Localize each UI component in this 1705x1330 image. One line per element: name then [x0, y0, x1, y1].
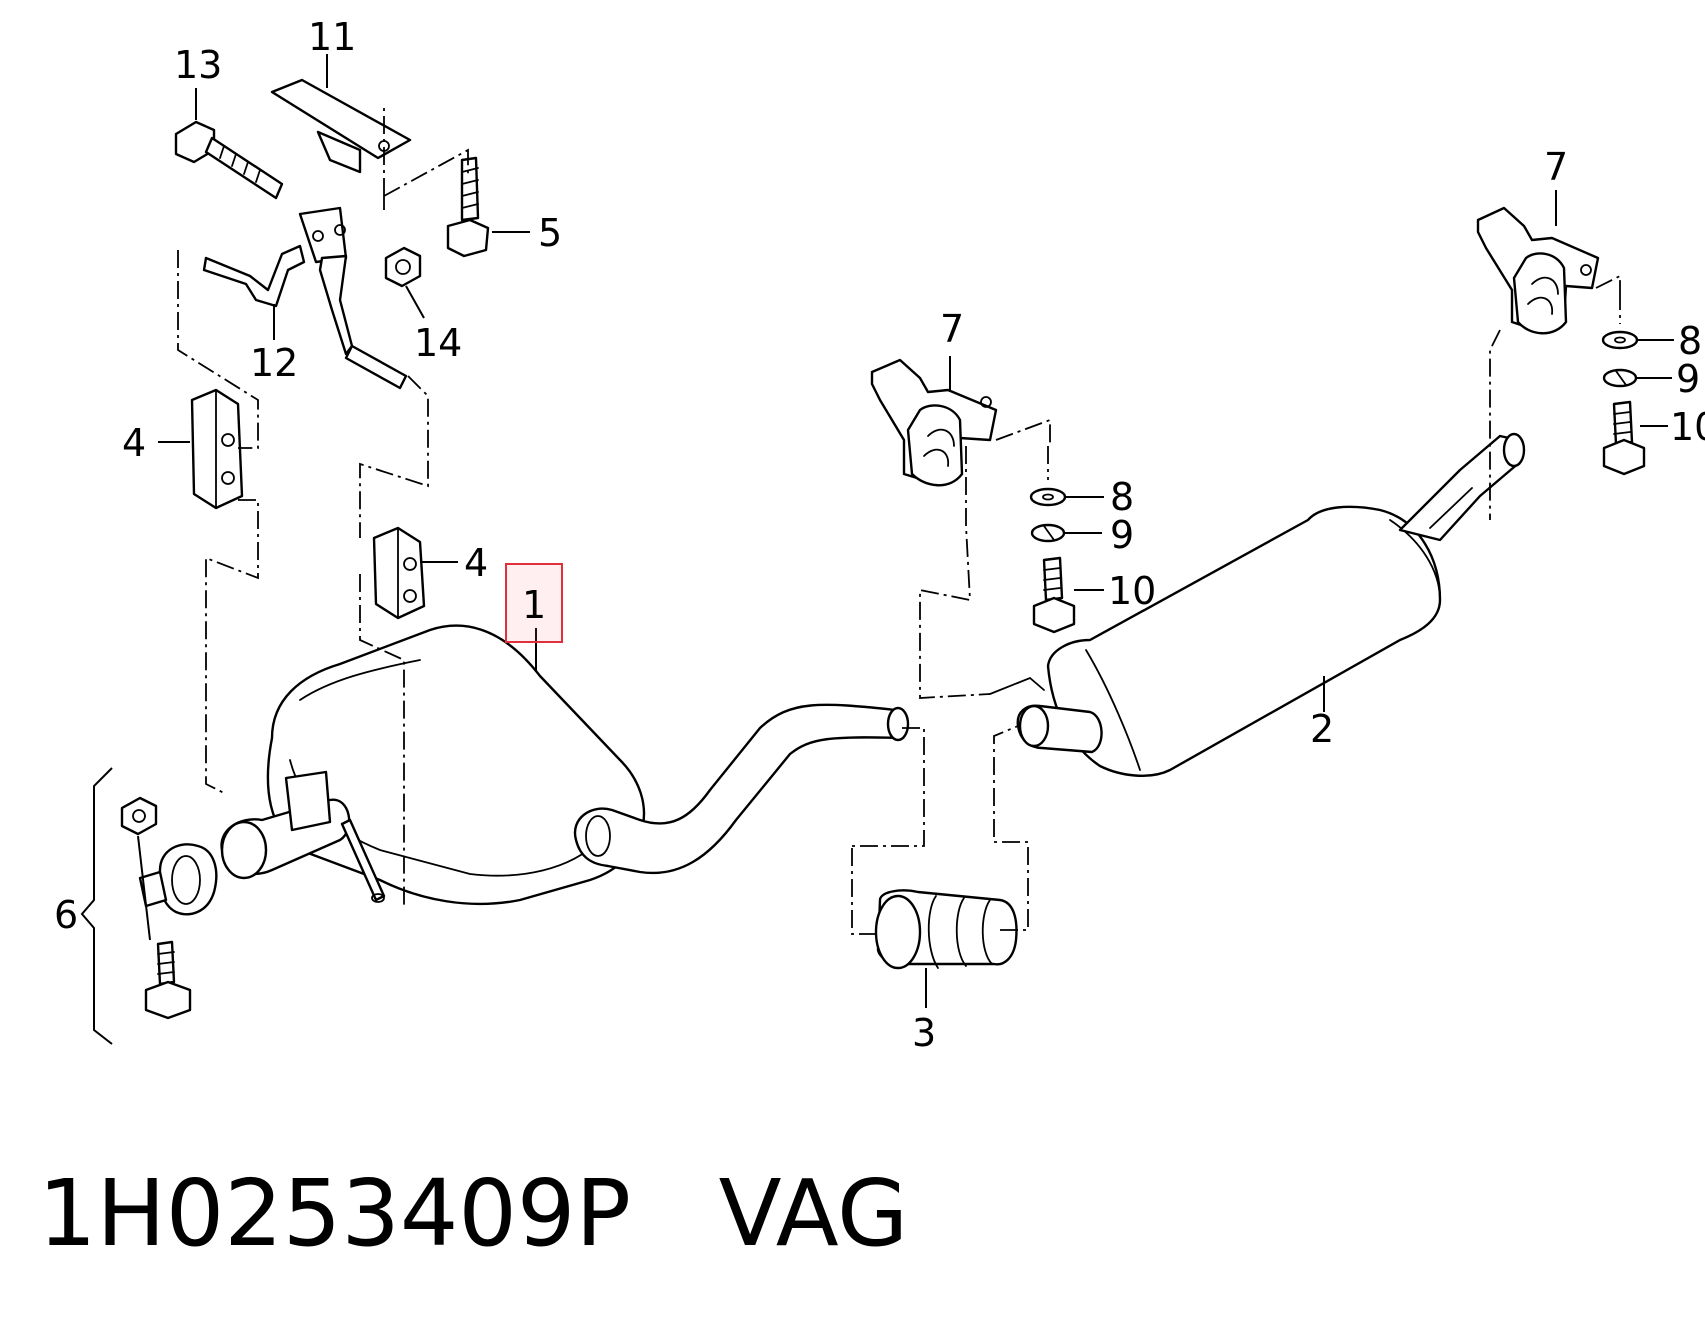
screw-5[interactable] [446, 156, 490, 258]
callout-13[interactable]: 13 [174, 43, 222, 87]
hanger-bracket-12[interactable] [202, 206, 408, 390]
rubber-hanger-7-middle[interactable] [870, 358, 998, 487]
nut-14[interactable] [384, 246, 422, 288]
callout-4-middle[interactable]: 4 [464, 541, 488, 585]
callout-11[interactable]: 11 [308, 15, 356, 59]
callout-8-middle[interactable]: 8 [1110, 475, 1134, 519]
callout-9-right[interactable]: 9 [1676, 357, 1700, 401]
callout-9-middle[interactable]: 9 [1110, 513, 1134, 557]
callout-6[interactable]: 6 [54, 893, 78, 937]
selected-part-highlight [505, 563, 563, 643]
callout-14[interactable]: 14 [414, 321, 462, 365]
bolt-10-middle[interactable] [1032, 556, 1076, 634]
callout-4-left[interactable]: 4 [122, 421, 146, 465]
rubber-mount-4-middle[interactable] [372, 526, 426, 620]
part-caption: 1H0253409P VAG [38, 1160, 908, 1267]
callout-2[interactable]: 2 [1310, 707, 1334, 751]
pipe-clamp-3[interactable] [874, 889, 1018, 970]
mounting-bracket-11[interactable] [270, 78, 412, 174]
bolt-13[interactable] [174, 120, 284, 200]
callout-10-right[interactable]: 10 [1670, 405, 1705, 449]
callout-10-middle[interactable]: 10 [1108, 569, 1156, 613]
washer-9-middle[interactable] [1030, 523, 1066, 543]
rubber-mount-4-left[interactable] [190, 388, 244, 510]
callout-labels: 13 11 5 14 12 4 4 1 6 3 2 7 7 8 9 10 8 9… [54, 15, 1705, 1055]
bolt-10-right[interactable] [1602, 400, 1646, 476]
brand-name: VAG [718, 1160, 909, 1267]
callout-7-middle[interactable]: 7 [940, 307, 964, 351]
rubber-hanger-7-right[interactable] [1476, 206, 1600, 335]
front-muffler-1[interactable] [220, 624, 910, 906]
washer-8-right[interactable] [1601, 330, 1639, 350]
callout-5[interactable]: 5 [538, 211, 562, 255]
part-number: 1H0253409P [38, 1160, 631, 1267]
clamp-6[interactable] [80, 767, 218, 1045]
washer-9-right[interactable] [1602, 368, 1638, 388]
leader-lines [158, 54, 1674, 1008]
callout-1[interactable]: 1 [522, 583, 546, 627]
assembly-lines [177, 108, 1621, 935]
callout-12[interactable]: 12 [250, 341, 298, 385]
callout-7-right[interactable]: 7 [1544, 145, 1568, 189]
washer-8-middle[interactable] [1029, 487, 1067, 507]
callout-3[interactable]: 3 [912, 1011, 936, 1055]
callout-8-right[interactable]: 8 [1678, 319, 1702, 363]
